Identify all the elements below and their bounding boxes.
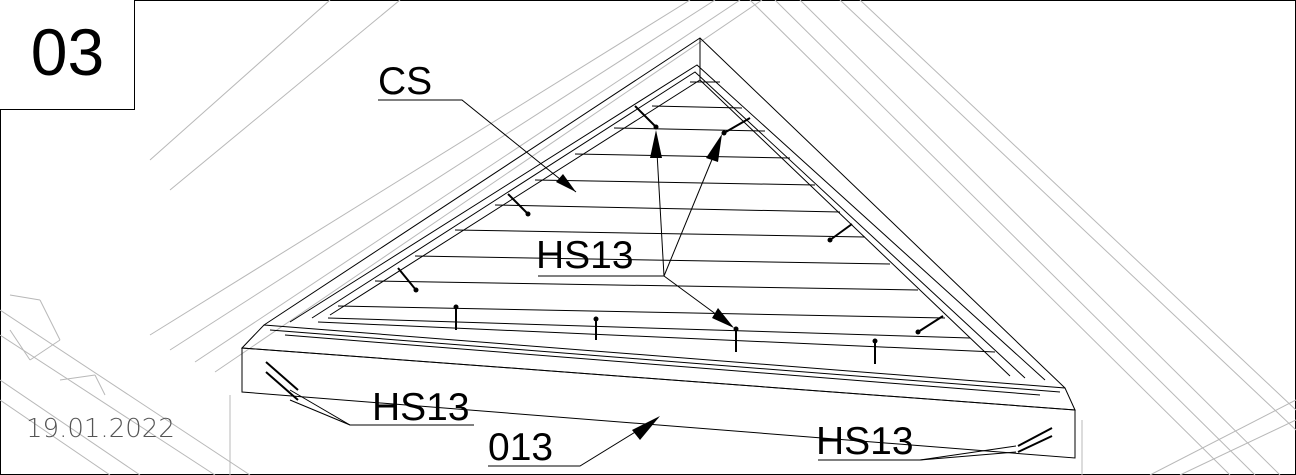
arrowheads bbox=[556, 130, 734, 440]
step-number-box: 03 bbox=[0, 0, 135, 110]
gable-frame bbox=[263, 37, 1066, 389]
callout-part-013: 013 bbox=[488, 426, 554, 469]
callout-hs13-center: HS13 bbox=[536, 234, 634, 277]
screws-hs13 bbox=[265, 105, 1053, 453]
leader-lines bbox=[289, 99, 1017, 467]
callout-hs13-left: HS13 bbox=[372, 386, 470, 429]
callout-hs13-right: HS13 bbox=[816, 420, 914, 463]
screw-heads bbox=[413, 124, 921, 344]
beam-013 bbox=[240, 324, 1076, 459]
callout-cs: CS bbox=[378, 60, 433, 103]
gable-boards bbox=[317, 81, 996, 353]
step-number: 03 bbox=[30, 15, 105, 89]
drawing-date: 19.01.2022 bbox=[26, 414, 175, 444]
